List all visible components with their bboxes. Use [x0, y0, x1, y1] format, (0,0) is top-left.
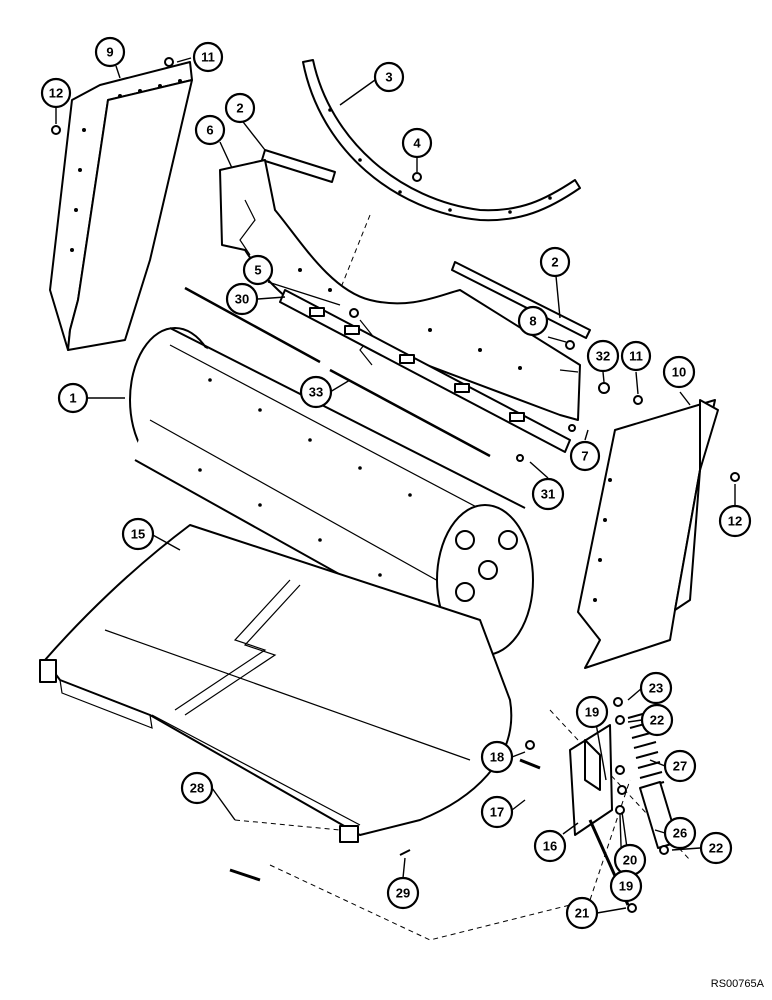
svg-text:27: 27 [673, 759, 687, 774]
svg-text:19: 19 [619, 879, 633, 894]
callout-16: 16 [533, 829, 567, 863]
svg-text:12: 12 [728, 514, 742, 529]
svg-text:15: 15 [131, 527, 145, 542]
callout-9: 9 [94, 36, 126, 68]
part-9-left-side-panel [49, 61, 193, 351]
part-27-spring [627, 711, 665, 789]
svg-text:11: 11 [201, 50, 215, 65]
part-33-rods [184, 286, 491, 458]
callout-2: 2 [224, 92, 256, 124]
part-5-mounting-bar [279, 289, 571, 453]
callout-11: 11 [192, 41, 224, 73]
part-2-right-strip [451, 261, 591, 339]
callout-29: 29 [386, 876, 420, 910]
callout-12: 12 [718, 504, 752, 538]
callout-5: 5 [242, 254, 274, 286]
svg-text:17: 17 [490, 805, 504, 820]
callout-8: 8 [517, 305, 549, 337]
callout-26: 26 [663, 816, 697, 850]
svg-text:8: 8 [529, 314, 536, 329]
part-15-lower-pan [39, 524, 513, 843]
svg-text:22: 22 [709, 841, 723, 856]
callout-19: 19 [609, 869, 643, 903]
svg-text:29: 29 [396, 886, 410, 901]
part-2-upper-strip [261, 149, 336, 183]
svg-text:2: 2 [236, 101, 243, 116]
part-3-curved-strip [302, 59, 581, 222]
callout-10: 10 [662, 355, 696, 389]
svg-text:12: 12 [49, 86, 63, 101]
svg-text:7: 7 [581, 449, 588, 464]
callout-17: 17 [480, 795, 514, 829]
callout-7: 7 [569, 440, 601, 472]
svg-text:23: 23 [649, 681, 663, 696]
callout-4: 4 [401, 127, 433, 159]
svg-text:16: 16 [543, 839, 557, 854]
svg-text:28: 28 [190, 781, 204, 796]
svg-text:22: 22 [650, 713, 664, 728]
svg-text:4: 4 [413, 136, 421, 151]
callout-15: 15 [121, 517, 155, 551]
callout-19: 19 [575, 695, 609, 729]
svg-text:6: 6 [206, 123, 213, 138]
callout-28: 28 [180, 771, 214, 805]
callout-18: 18 [480, 740, 514, 774]
callout-21: 21 [565, 896, 599, 930]
callout-27: 27 [663, 749, 697, 783]
svg-text:1: 1 [69, 391, 76, 406]
svg-text:26: 26 [673, 826, 687, 841]
hardware-small-parts [51, 57, 740, 913]
svg-text:21: 21 [575, 906, 589, 921]
svg-text:11: 11 [629, 349, 643, 364]
callout-23: 23 [639, 671, 673, 705]
callout-2: 2 [539, 246, 571, 278]
part-10-right-side-panel [577, 399, 719, 669]
callout-31: 31 [531, 477, 565, 511]
callout-11: 11 [620, 340, 652, 372]
svg-text:3: 3 [385, 70, 392, 85]
svg-text:30: 30 [235, 292, 249, 307]
svg-text:20: 20 [623, 853, 637, 868]
svg-text:33: 33 [309, 385, 323, 400]
svg-text:2: 2 [551, 255, 558, 270]
callout-6: 6 [194, 114, 226, 146]
svg-text:32: 32 [596, 349, 610, 364]
callout-12: 12 [40, 77, 72, 109]
callout-1: 1 [57, 382, 89, 414]
callout-22: 22 [640, 703, 674, 737]
svg-text:10: 10 [672, 365, 686, 380]
callout-22: 22 [699, 831, 733, 865]
svg-text:5: 5 [254, 263, 261, 278]
callout-30: 30 [225, 282, 259, 316]
svg-text:9: 9 [106, 45, 113, 60]
callout-33: 33 [299, 375, 333, 409]
callout-32: 32 [586, 339, 620, 373]
svg-text:18: 18 [490, 750, 504, 765]
figure-reference-code: RS00765A [710, 978, 764, 990]
svg-text:31: 31 [541, 487, 555, 502]
callout-3: 3 [373, 61, 405, 93]
svg-text:19: 19 [585, 705, 599, 720]
